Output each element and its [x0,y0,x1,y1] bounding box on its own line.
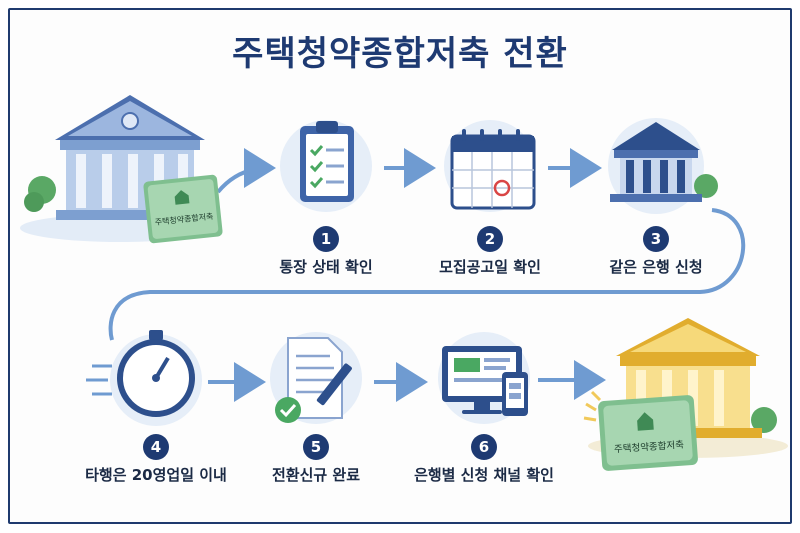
bank-icon [608,118,718,214]
document-check-icon [270,332,362,424]
step-1-label: 통장 상태 확인 [279,258,373,276]
monitor-phone-icon [438,332,530,424]
passbook-icon-start: 주택청약종합저축 [143,174,223,244]
sparkle-icon [583,390,602,422]
step-5-label: 전환신규 완료 [271,466,361,484]
flow-arrow-start-1 [216,148,276,194]
calendar-icon [444,120,536,212]
step-2-number: 2 [477,226,503,252]
step-3-label: 같은 은행 신청 [609,258,703,276]
step-1-number: 1 [313,226,339,252]
step-2-label: 모집공고일 확인 [439,258,541,276]
passbook-label-end: 주택청약종합저축 [614,439,685,456]
passbook-icon-end: 주택청약종합저축 [598,395,698,471]
page-title: 주택청약종합저축 전환 [232,34,568,74]
stopwatch-icon [86,330,202,426]
flow-connector-3-4 [108,208,746,341]
step-3-number: 3 [643,226,669,252]
clipboard-checklist-icon [280,120,372,212]
step-6-number: 6 [471,434,497,460]
step-5-number: 5 [303,434,329,460]
step-4-number: 4 [143,434,169,460]
step-4-label: 타행은 20영업일 이내 [85,466,227,484]
step-6-label: 은행별 신청 채널 확인 [414,466,554,484]
